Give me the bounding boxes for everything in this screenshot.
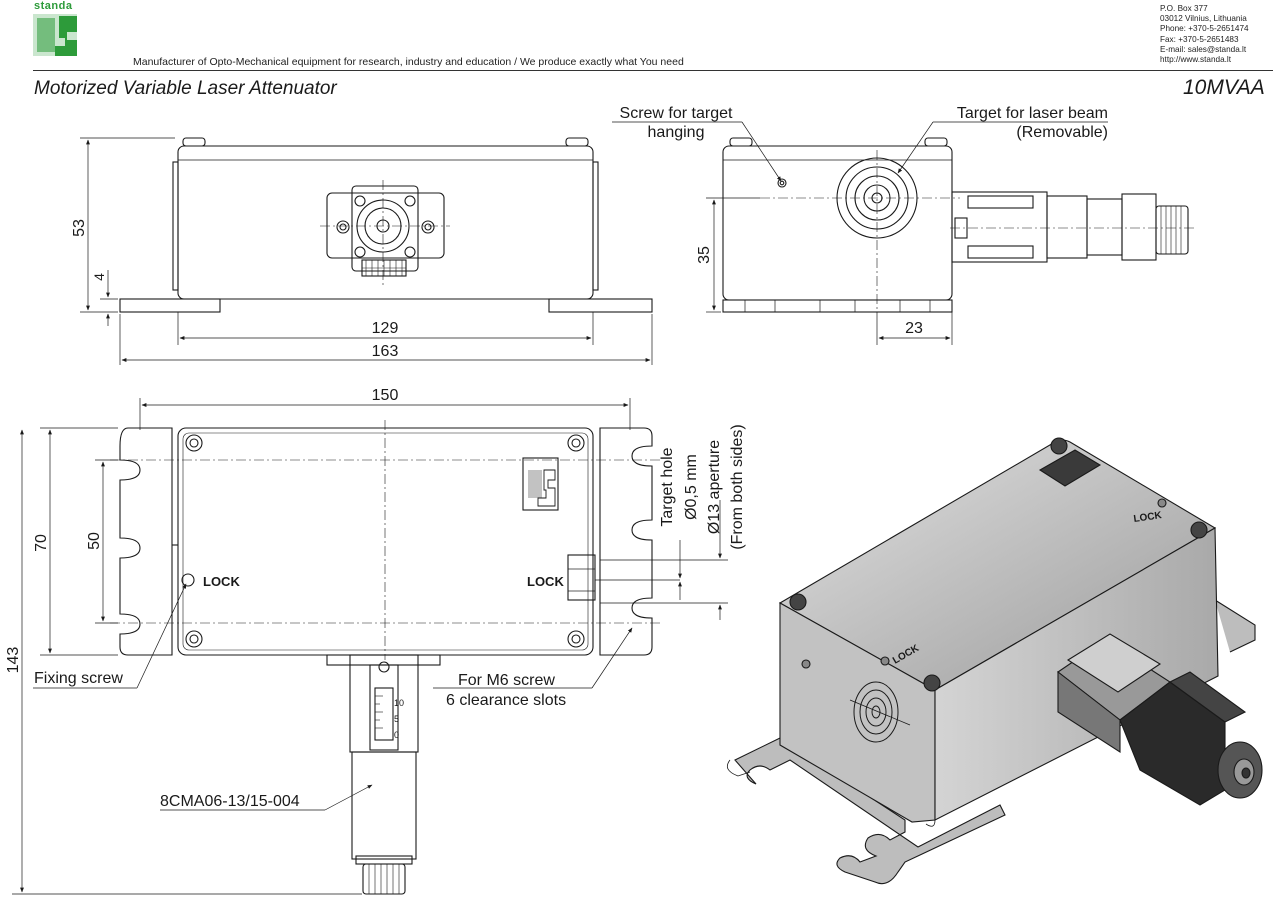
actuator-flange [326,654,441,666]
dim-150: 150 [372,387,399,404]
callout-target-beam: Target for laser beam [957,105,1108,122]
scale-label-0: 0 [394,730,399,740]
contact-line: 03012 Vilnius, Lithuania [1160,14,1247,24]
dim-35: 35 [696,246,713,264]
dim-163: 163 [372,343,399,360]
standa-logo [33,14,77,56]
dim-4: 4 [91,273,107,281]
front-mount-plate [326,192,445,259]
dim-50: 50 [86,532,103,550]
lock-screw-left [181,573,195,587]
front-dimensions [80,137,653,365]
scale-label-10: 10 [394,698,404,708]
callout-m6-screw: For M6 screw [458,672,555,689]
front-base-right [548,298,653,313]
contact-block: P.O. Box 377 03012 Vilnius, Lithuania Ph… [1160,4,1249,65]
lock-label-left: LOCK [203,574,240,589]
iso-lock-label-right: LOCK [1133,510,1163,525]
callout-screw-target: Screw for target [620,105,733,122]
contact-line: Phone: +370-5-2651474 [1160,24,1249,34]
callout-both-sides: (From both sides) [729,424,746,549]
callout-target-beam-2: (Removable) [1016,124,1108,141]
contact-line: http://www.standa.lt [1160,55,1231,65]
callout-screw-target-2: hanging [648,124,705,141]
contact-line: P.O. Box 377 [1160,4,1208,13]
scale-label-5: 5 [394,714,399,724]
iso-base-plate [734,737,1006,885]
dim-23: 23 [905,320,923,337]
company-tagline: Manufacturer of Opto-Mechanical equipmen… [133,56,684,68]
callout-target-hole: Target hole [659,447,676,526]
lock-label-right: LOCK [527,574,564,589]
side-base [722,299,953,313]
callout-actuator: 8CMA06-13/15-004 [160,793,300,810]
contact-line: E-mail: sales@standa.lt [1160,44,1247,54]
callout-m6-slots: 6 clearance slots [446,692,566,709]
contact-line: Fax: +370-5-2651483 [1160,34,1239,44]
side-knob [1155,205,1189,255]
dim-129: 129 [372,320,399,337]
callout-hole-diameter: Ø0,5 mm [683,454,700,520]
side-leaders [612,121,1108,345]
iso-left-face [779,602,936,823]
iso-brand-badge [1038,449,1102,487]
isometric-view [726,437,1263,885]
header-divider [33,70,1273,71]
side-view [722,137,1195,313]
dim-53: 53 [71,219,88,237]
dim-70: 70 [33,534,50,552]
top-brand-badge [522,457,559,511]
callout-fixing-screw: Fixing screw [34,670,123,687]
callout-aperture: Ø13 aperture [706,440,723,534]
actuator-knob [362,863,406,895]
dim-143: 143 [5,647,22,674]
brand-name: standa [34,0,73,12]
top-dimensions [12,398,728,895]
top-view [110,420,680,895]
product-model: 10MVAA [1183,76,1265,99]
actuator-motor [351,751,417,860]
top-body [177,427,594,656]
side-body [722,145,953,301]
actuator-mount [349,654,419,753]
front-view [119,137,653,313]
product-title: Motorized Variable Laser Attenuator [34,78,337,99]
brand-badge-art [528,469,556,507]
front-base-left [119,298,221,313]
top-aperture-block [567,554,596,601]
hanging-screw [777,178,787,188]
top-base-plate [119,427,173,656]
